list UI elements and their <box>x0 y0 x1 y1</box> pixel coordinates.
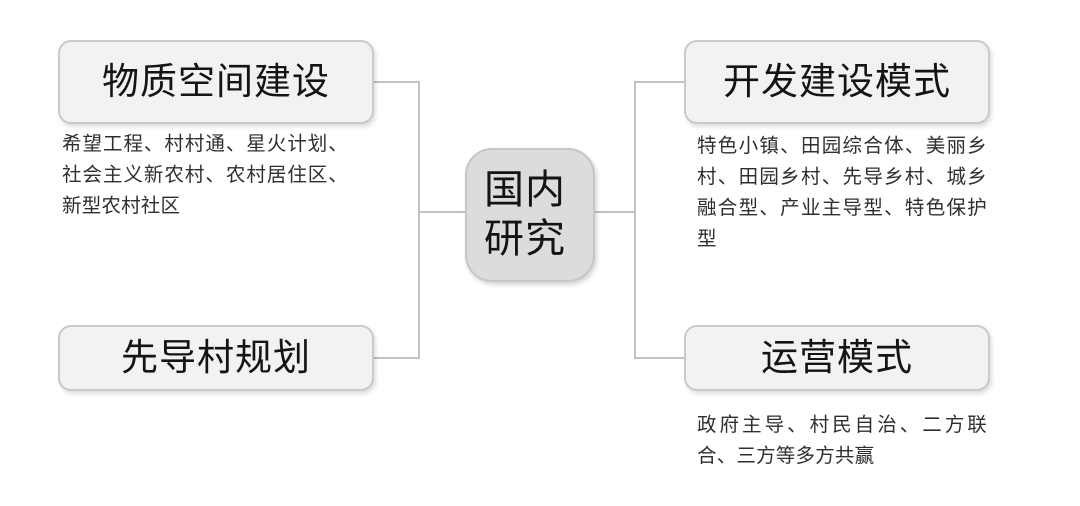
connector-right-bottom <box>636 357 684 359</box>
connector-right-to-center <box>593 211 636 213</box>
node-operation-mode[interactable]: 运营模式 <box>684 325 990 391</box>
connector-left-bottom <box>374 357 420 359</box>
node-center-label: 国内研究 <box>484 167 566 262</box>
connector-left-top <box>374 81 420 83</box>
connector-left-to-center <box>418 211 467 213</box>
node-center-domestic-research[interactable]: 国内研究 <box>465 148 595 282</box>
node-material-space[interactable]: 物质空间建设 <box>58 40 374 124</box>
node-material-space-label: 物质空间建设 <box>102 60 330 104</box>
node-development-mode-label: 开发建设模式 <box>723 60 951 104</box>
connector-right-top <box>636 81 684 83</box>
connector-right-spine <box>634 81 636 359</box>
description-development-mode: 特色小镇、田园综合体、美丽乡村、田园乡村、先导乡村、城乡融合型、产业主导型、特色… <box>697 134 987 250</box>
node-operation-mode-label: 运营模式 <box>761 336 913 380</box>
connector-left-spine <box>418 81 420 359</box>
description-material-space: 希望工程、村村通、星火计划、社会主义新农村、农村居住区、新型农村社区 <box>62 132 348 217</box>
description-operation-mode: 政府主导、村民自治、二方联合、三方等多方共赢 <box>697 413 987 467</box>
node-pilot-village[interactable]: 先导村规划 <box>58 325 374 391</box>
node-development-mode[interactable]: 开发建设模式 <box>684 40 990 124</box>
node-pilot-village-label: 先导村规划 <box>121 336 311 380</box>
